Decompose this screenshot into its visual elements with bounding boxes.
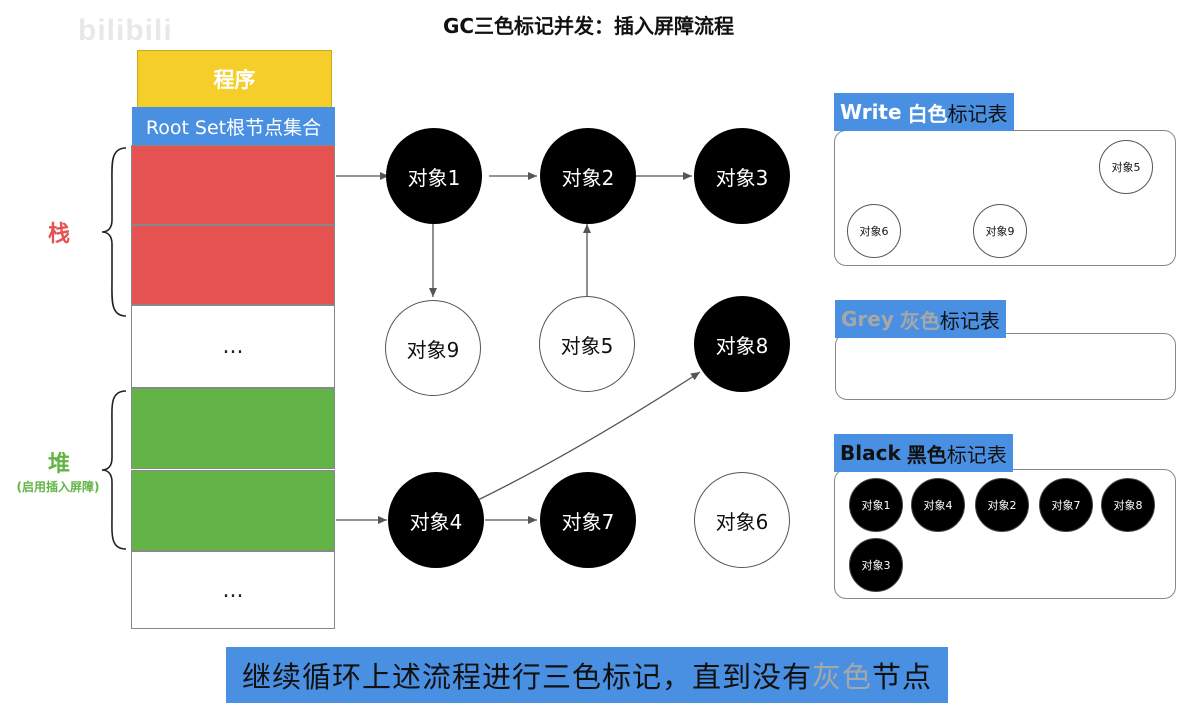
title-rest: 标记表 [947, 101, 1008, 126]
node-object-9: 对象9 [385, 300, 481, 396]
title-rest: 标记表 [939, 308, 1000, 333]
caption-text-end: 节点 [872, 660, 933, 694]
caption-text: 继续循环上述流程进行三色标记，直到没有 [241, 660, 812, 694]
caption-highlight: 灰色 [811, 660, 872, 694]
title-en: Write [840, 100, 902, 124]
item-label: 对象6 [859, 225, 889, 238]
black-table-item: 对象4 [911, 478, 965, 532]
node-label: 对象7 [561, 509, 615, 534]
title-color: 灰色 [899, 308, 940, 333]
black-table-item: 对象7 [1039, 478, 1093, 532]
stack-cell-1 [131, 145, 335, 225]
watermark-logo: bilibili [78, 14, 173, 47]
heap-cell-1 [131, 388, 335, 469]
node-object-7: 对象7 [540, 472, 636, 568]
heap-cell-ellipsis: ... [131, 551, 335, 629]
black-table-item: 对象1 [849, 478, 903, 532]
rootset-box: Root Set根节点集合 [132, 107, 335, 145]
program-box: 程序 [137, 50, 332, 108]
edge-o4-o8 [477, 371, 701, 501]
node-label: 对象4 [409, 509, 463, 534]
black-table-title: Black 黑色 标记表 [834, 434, 1013, 472]
white-table-title: Write 白色 标记表 [834, 93, 1014, 131]
node-label: 对象8 [715, 333, 769, 358]
black-table-panel: 对象1 对象4 对象2 对象7 对象8 对象3 [834, 469, 1176, 599]
heap-brace [101, 390, 127, 550]
black-table-item: 对象2 [975, 478, 1029, 532]
ellipsis-text: ... [222, 334, 244, 359]
node-label: 对象3 [715, 165, 769, 190]
item-label: 对象7 [1051, 499, 1081, 512]
item-label: 对象3 [861, 559, 891, 572]
stack-label: 栈 [48, 222, 71, 247]
node-label: 对象5 [560, 333, 614, 358]
node-object-2: 对象2 [540, 128, 636, 224]
caption-banner: 继续循环上述流程进行三色标记，直到没有灰色节点 [226, 647, 948, 703]
item-label: 对象5 [1111, 161, 1141, 174]
node-object-4: 对象4 [388, 472, 484, 568]
node-object-6: 对象6 [694, 472, 790, 568]
node-object-8: 对象8 [694, 296, 790, 392]
grey-table-panel [835, 333, 1176, 400]
heap-cell-2 [131, 470, 335, 551]
white-table-item: 对象5 [1099, 140, 1153, 194]
title-en: Grey [841, 307, 894, 331]
title-color: 白色 [907, 101, 948, 126]
node-object-3: 对象3 [694, 128, 790, 224]
item-label: 对象2 [987, 499, 1017, 512]
black-table-item: 对象8 [1101, 478, 1155, 532]
item-label: 对象8 [1113, 499, 1143, 512]
diagram-title: GC三色标记并发：插入屏障流程 [442, 14, 735, 38]
item-label: 对象1 [861, 499, 891, 512]
node-label: 对象6 [715, 509, 769, 534]
grey-table-title: Grey 灰色 标记表 [835, 300, 1006, 338]
item-label: 对象4 [923, 499, 953, 512]
ellipsis-text: ... [222, 577, 244, 603]
white-table-panel: 对象5 对象6 对象9 [834, 130, 1176, 266]
stack-brace [101, 147, 127, 317]
node-object-5: 对象5 [539, 296, 635, 392]
heap-label: 堆 [48, 452, 71, 477]
white-table-item: 对象6 [847, 204, 901, 258]
stack-cell-ellipsis: ... [131, 305, 335, 388]
node-label: 对象1 [407, 165, 461, 190]
node-label: 对象2 [561, 165, 615, 190]
node-label: 对象9 [406, 337, 460, 362]
black-table-item: 对象3 [849, 538, 903, 592]
item-label: 对象9 [985, 225, 1015, 238]
title-color: 黑色 [906, 442, 947, 467]
stack-cell-2 [131, 225, 335, 305]
node-object-1: 对象1 [386, 128, 482, 224]
white-table-item: 对象9 [973, 204, 1027, 258]
heap-sublabel: (启用插入屏障) [16, 480, 100, 494]
title-en: Black [840, 441, 901, 465]
title-rest: 标记表 [946, 442, 1007, 467]
